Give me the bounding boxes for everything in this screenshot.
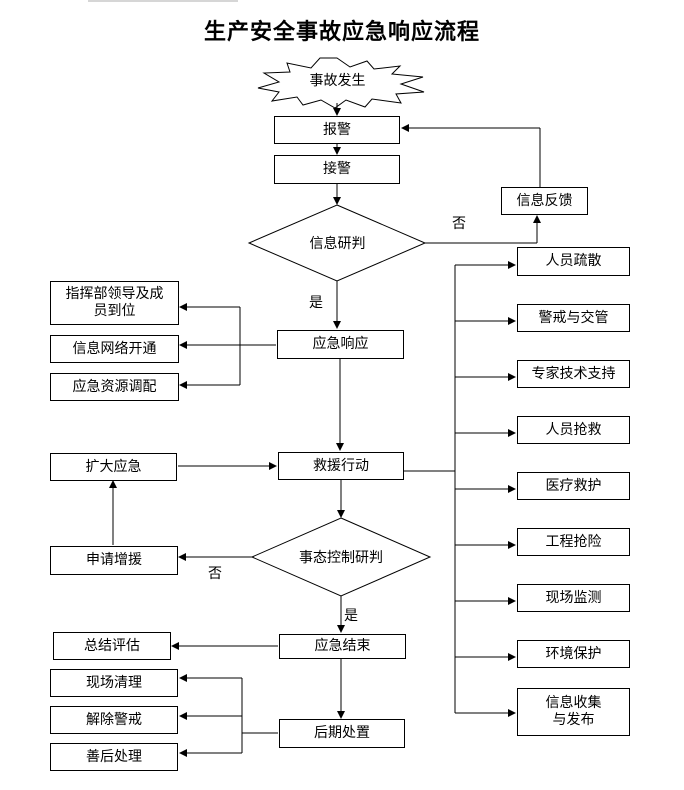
control-node: 事态控制研判 bbox=[299, 550, 383, 566]
right-box-6: 工程抢险 bbox=[517, 528, 630, 556]
right-box-9: 信息收集 与发布 bbox=[517, 688, 630, 736]
right-box-5: 医疗救护 bbox=[517, 472, 630, 500]
right-box-4: 人员抢救 bbox=[517, 416, 630, 444]
branch-label-no-control: 否 bbox=[208, 566, 222, 582]
right-box-3: 专家技术支持 bbox=[517, 360, 630, 388]
left-bottom-box-3: 善后处理 bbox=[50, 743, 178, 771]
left-top-box-1: 指挥部领导及成 员到位 bbox=[50, 281, 179, 325]
rescue-box: 救援行动 bbox=[278, 452, 404, 480]
summary-box: 总结评估 bbox=[53, 632, 171, 660]
branch-label-yes-research: 是 bbox=[309, 295, 323, 311]
receive-box: 接警 bbox=[274, 155, 400, 184]
end-box: 应急结束 bbox=[279, 634, 406, 659]
left-top-box-3: 应急资源调配 bbox=[50, 373, 179, 401]
accident-starburst bbox=[257, 57, 425, 109]
feedback-box: 信息反馈 bbox=[501, 187, 588, 215]
right-box-8: 环境保护 bbox=[517, 640, 630, 668]
aftermath-box: 后期处置 bbox=[279, 719, 405, 748]
left-top-box-2: 信息网络开通 bbox=[50, 335, 179, 363]
top-rule bbox=[88, 0, 238, 2]
right-box-7: 现场监测 bbox=[517, 584, 630, 612]
request-box: 申请增援 bbox=[50, 546, 178, 575]
left-bottom-box-1: 现场清理 bbox=[50, 669, 178, 697]
expand-box: 扩大应急 bbox=[50, 453, 177, 481]
accident-node: 事故发生 bbox=[309, 73, 366, 89]
response-box: 应急响应 bbox=[277, 330, 404, 359]
page-title: 生产安全事故应急响应流程 bbox=[203, 19, 480, 45]
branch-label-no-research: 否 bbox=[452, 216, 466, 232]
alarm-box: 报警 bbox=[274, 116, 400, 144]
branch-label-yes-control: 是 bbox=[344, 608, 358, 624]
right-box-2: 警戒与交管 bbox=[517, 304, 630, 332]
right-box-1: 人员疏散 bbox=[517, 247, 630, 276]
left-bottom-box-2: 解除警戒 bbox=[50, 706, 178, 734]
research-node: 信息研判 bbox=[309, 236, 366, 252]
